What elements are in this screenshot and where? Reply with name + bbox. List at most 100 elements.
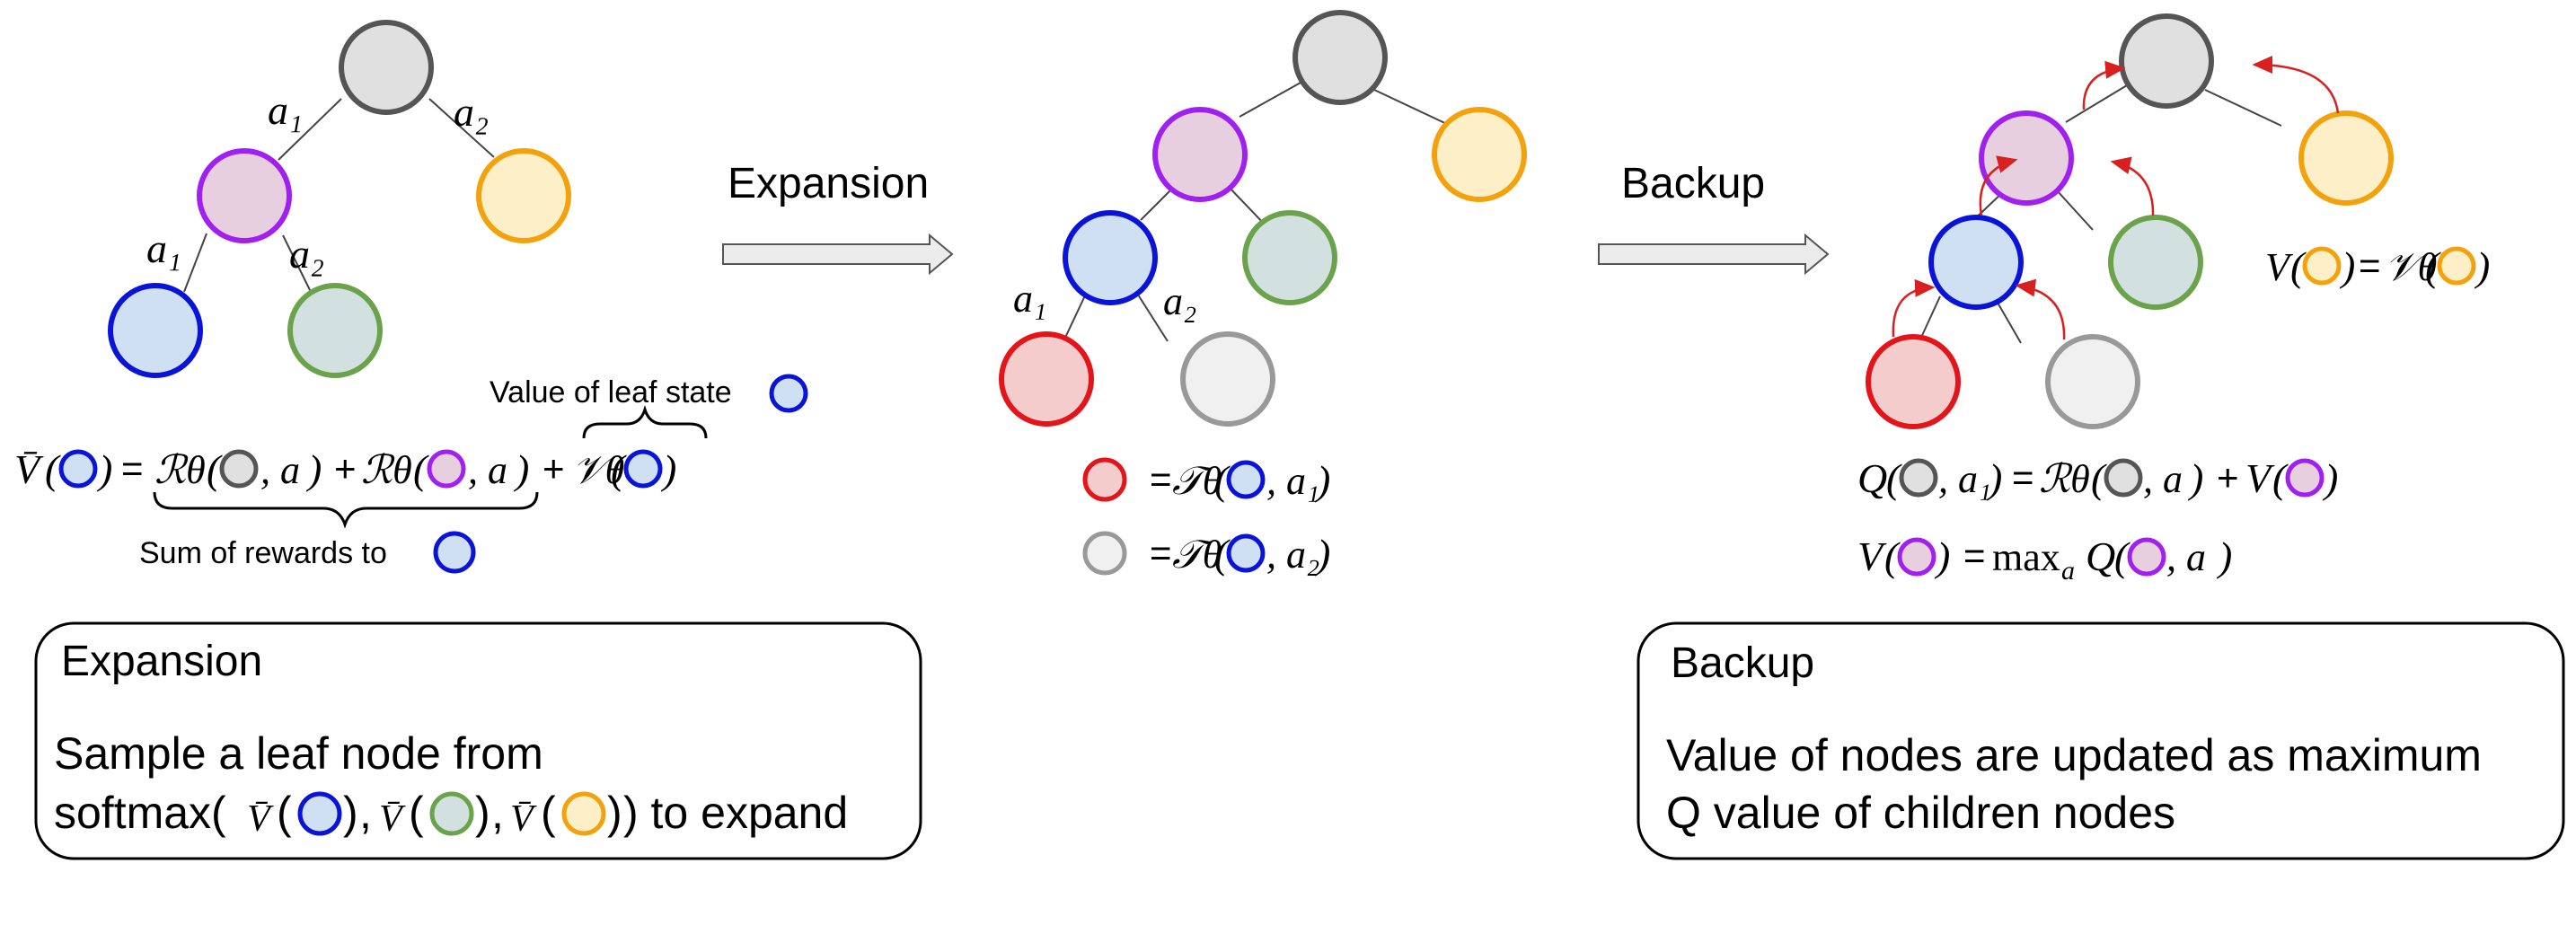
paren: ): [1934, 533, 1950, 579]
paren: (: [409, 788, 424, 838]
paren: (: [611, 446, 627, 492]
vbar: V̄: [510, 798, 537, 840]
paren: (: [2091, 455, 2107, 501]
orange-node: [2298, 110, 2394, 206]
orange-node-mini: [561, 791, 606, 836]
blue-node-mini: [1226, 533, 1266, 573]
paren: (: [2114, 533, 2130, 579]
root-node: [1292, 10, 1388, 105]
expansion-box-line2-suffix: ) to expand: [623, 788, 848, 838]
paren: (: [1214, 457, 1231, 503]
formula-reward-1: ℛθ: [154, 448, 206, 492]
panel-3-side-formula: V ( ) = 𝒱θ ( ): [2265, 243, 2490, 289]
edge-label-a1: a₁: [146, 225, 181, 271]
paren: ): [2339, 243, 2355, 289]
orange-node: [1432, 107, 1527, 202]
backup-box-line2: Q value of children nodes: [1666, 788, 2175, 838]
edge-label-a2: a₂: [454, 89, 489, 135]
arg-a2: , a₂: [1266, 533, 1319, 577]
formula-reward-2: ℛθ: [361, 448, 412, 492]
purple-node-mini: [427, 449, 466, 489]
blue-node-mini: [769, 374, 808, 413]
plus: +: [543, 447, 565, 489]
backup-arrow: Backup: [1598, 160, 1830, 276]
root-node-mini: [1899, 458, 1938, 498]
green-node: [287, 283, 383, 378]
arg-a: , a: [2166, 535, 2206, 579]
purple-node-mini: [2285, 458, 2325, 498]
paren: ): [2187, 455, 2203, 501]
transition-fn: 𝒯θ: [1172, 533, 1222, 577]
formula-v: V: [2265, 245, 2294, 289]
gray-node: [2045, 334, 2140, 429]
root-node-mini: [219, 449, 259, 489]
root-node-mini: [2104, 458, 2143, 498]
red-node: [1866, 334, 1961, 429]
transition-fn: 𝒯θ: [1172, 459, 1222, 503]
edge-label-a2: a₂: [289, 231, 324, 277]
equals: =: [1963, 534, 1986, 577]
expansion-box: Expansion Sample a leaf node from softma…: [34, 621, 922, 860]
plus: +: [2217, 456, 2239, 498]
brace-top: [582, 404, 708, 439]
expansion-arrow-label: Expansion: [728, 160, 929, 207]
blue-node: [108, 283, 203, 378]
paren: (: [541, 788, 556, 838]
equals: =: [2012, 456, 2034, 498]
expansion-box-line2-prefix: softmax(: [54, 788, 226, 838]
comma: ,: [359, 788, 372, 838]
paren: ): [2216, 533, 2232, 579]
blue-node-mini: [1226, 460, 1266, 499]
gray-node-mini: [1082, 531, 1127, 576]
orange-node-mini: [2302, 246, 2342, 286]
backup-arrow-label: Backup: [1621, 160, 1765, 207]
orange-node-mini: [2437, 246, 2476, 286]
purple-node-mini: [2127, 537, 2166, 577]
purple-node: [1979, 110, 2074, 206]
comma: ,: [491, 788, 504, 838]
backup-box-title: Backup: [1671, 639, 1814, 687]
root-node: [339, 20, 434, 115]
equals: =: [1150, 458, 1172, 500]
paren: (: [2290, 243, 2307, 289]
gray-node: [1180, 331, 1275, 427]
plus: +: [334, 447, 357, 489]
green-node: [1242, 210, 1337, 305]
paren: (: [45, 446, 61, 492]
backup-box-line1: Value of nodes are updated as maximum: [1666, 730, 2482, 780]
panel-3-q-formula: Q ( , a₁ ) = ℛθ ( , a ) + V ( ): [1857, 455, 2338, 501]
paren: (: [277, 788, 292, 838]
expansion-box-line1: Sample a leaf node from: [54, 728, 543, 779]
annotation-sum-rewards: Sum of rewards to: [139, 536, 387, 570]
expansion-arrow: Expansion: [722, 160, 954, 276]
formula-v: V: [2245, 455, 2275, 501]
arg-a: , a: [2143, 457, 2183, 501]
paren: ): [305, 446, 322, 492]
arg-a: , a: [260, 448, 300, 492]
blue-node-mini: [623, 449, 663, 489]
panel-3-tree: [1866, 13, 2394, 429]
vbar: V̄: [247, 798, 274, 840]
paren: ): [343, 788, 358, 838]
paren: ): [96, 446, 112, 492]
formula-max: max: [1992, 535, 2060, 579]
blue-node: [1928, 215, 2024, 310]
panel-2-tree: a₁ a₂: [999, 10, 1527, 427]
formula-vbar: V̄: [14, 446, 44, 492]
equals: =: [121, 447, 144, 489]
equals: =: [2359, 244, 2381, 286]
green-node: [2108, 215, 2203, 310]
formula-q: Q: [2086, 533, 2115, 579]
panel-3-v-formula: V ( ) = max a Q ( , a ): [1857, 533, 2232, 586]
paren: (: [2272, 455, 2289, 501]
orange-node: [476, 148, 571, 243]
arg-a1: , a₁: [1938, 457, 1991, 501]
annotation-leaf-value: Value of leaf state: [490, 375, 732, 410]
paren: ): [2322, 455, 2338, 501]
paren: ): [1314, 457, 1330, 503]
paren: (: [207, 446, 223, 492]
blue-node-mini: [297, 791, 342, 836]
paren: (: [2425, 243, 2441, 289]
panel-1-tree: a₁ a₂ a₁ a₂: [108, 20, 571, 378]
